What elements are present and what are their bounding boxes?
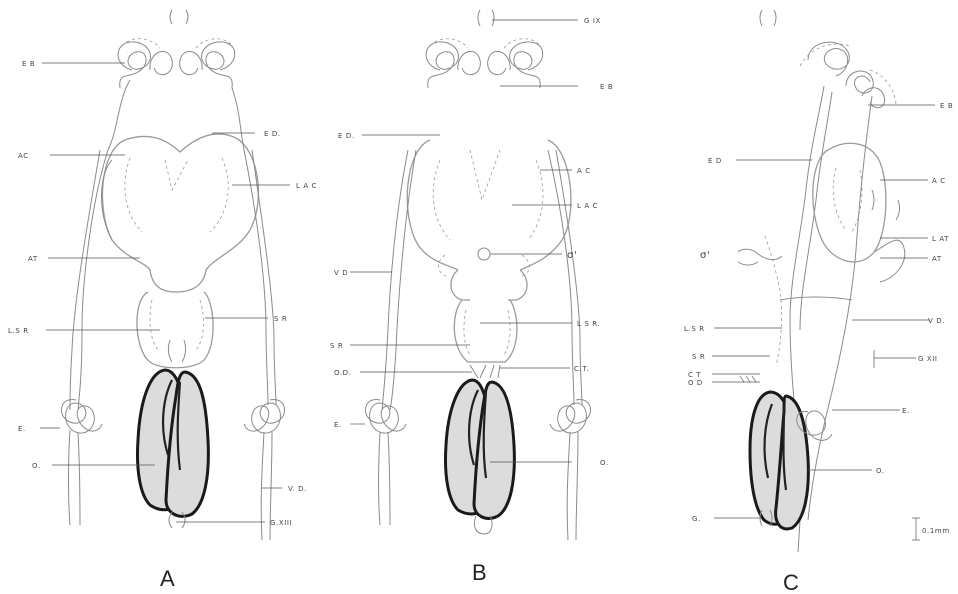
label-e: E. bbox=[334, 421, 342, 429]
label-lsr: L.S R bbox=[684, 325, 705, 333]
label-vd: V D. bbox=[928, 317, 945, 325]
label-od: O.D. bbox=[334, 369, 351, 377]
label-lsr: L S R. bbox=[577, 320, 600, 328]
label-sr: S R bbox=[692, 353, 705, 361]
label-male-symbol: σ' bbox=[700, 250, 710, 261]
label-e: E. bbox=[902, 407, 910, 415]
label-o: O. bbox=[600, 459, 609, 467]
label-gxii: G XII bbox=[918, 355, 938, 363]
label-ac: AC bbox=[18, 152, 29, 160]
label-at: AT bbox=[28, 255, 38, 263]
label-ed: E D. bbox=[264, 130, 281, 138]
scale-bar: 0.1mm bbox=[912, 518, 950, 540]
panel-b: G IX E B E D. A C L A C V D σ' L S R. S … bbox=[330, 10, 613, 585]
label-sr: S R bbox=[330, 342, 343, 350]
label-ed: E D bbox=[708, 157, 722, 165]
label-lat: L AT bbox=[932, 235, 949, 243]
label-e: E. bbox=[18, 425, 26, 433]
panel-a: E B AC AT L.S R E. O. E D. L A C S R V. … bbox=[8, 10, 317, 591]
panel-letter-b: B bbox=[472, 560, 487, 585]
label-ct: C T bbox=[688, 371, 701, 379]
label-ac: A C bbox=[577, 167, 591, 175]
label-ct: C.T. bbox=[574, 365, 589, 373]
label-g: G. bbox=[692, 515, 701, 523]
label-lac: L A C bbox=[577, 202, 598, 210]
panel-letter-a: A bbox=[160, 566, 175, 591]
label-ed: E D. bbox=[338, 132, 355, 140]
genital-opening-icon bbox=[478, 248, 490, 260]
label-o: O. bbox=[876, 467, 885, 475]
panel-letter-c: C bbox=[783, 570, 799, 594]
label-gxiii: G.XIII bbox=[270, 519, 292, 527]
label-ac: A C bbox=[932, 177, 946, 185]
label-sr: S R bbox=[274, 315, 287, 323]
panel-c: 0.1mm E B E D A C L AT AT σ' L.S R V D. … bbox=[684, 10, 953, 594]
label-lac: L A C bbox=[296, 182, 317, 190]
label-od: O D bbox=[688, 379, 703, 387]
label-o: O. bbox=[32, 462, 41, 470]
label-eb: E B bbox=[940, 102, 953, 110]
label-gix: G IX bbox=[584, 17, 601, 25]
label-lsr: L.S R bbox=[8, 327, 29, 335]
label-at: AT bbox=[932, 255, 942, 263]
scale-bar-label: 0.1mm bbox=[922, 527, 950, 535]
label-vd: V D bbox=[334, 269, 348, 277]
label-vd: V. D. bbox=[288, 485, 307, 493]
label-eb: E B bbox=[600, 83, 613, 91]
label-male-symbol: σ' bbox=[567, 250, 577, 261]
label-eb: E B bbox=[22, 60, 35, 68]
